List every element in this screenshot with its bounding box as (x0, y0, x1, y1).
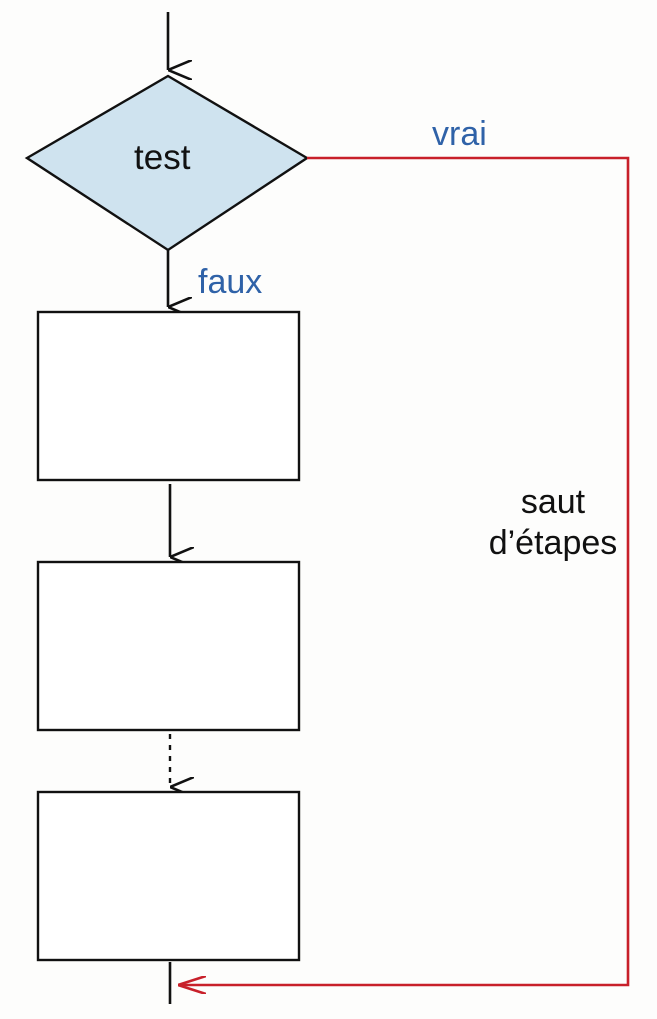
skip-steps-label-line1: saut (520, 483, 586, 521)
step-box-3 (36, 790, 301, 962)
true-branch-path (178, 156, 630, 985)
step-box-2 (36, 560, 301, 732)
true-branch-label: vrai (432, 115, 487, 153)
false-branch-label: faux (198, 263, 263, 301)
step-box-1 (36, 310, 301, 482)
decision-label: test (134, 138, 191, 177)
skip-steps-label-line2: d’étapes (488, 523, 618, 562)
skip-steps-label: saut d’étapes (478, 482, 628, 564)
